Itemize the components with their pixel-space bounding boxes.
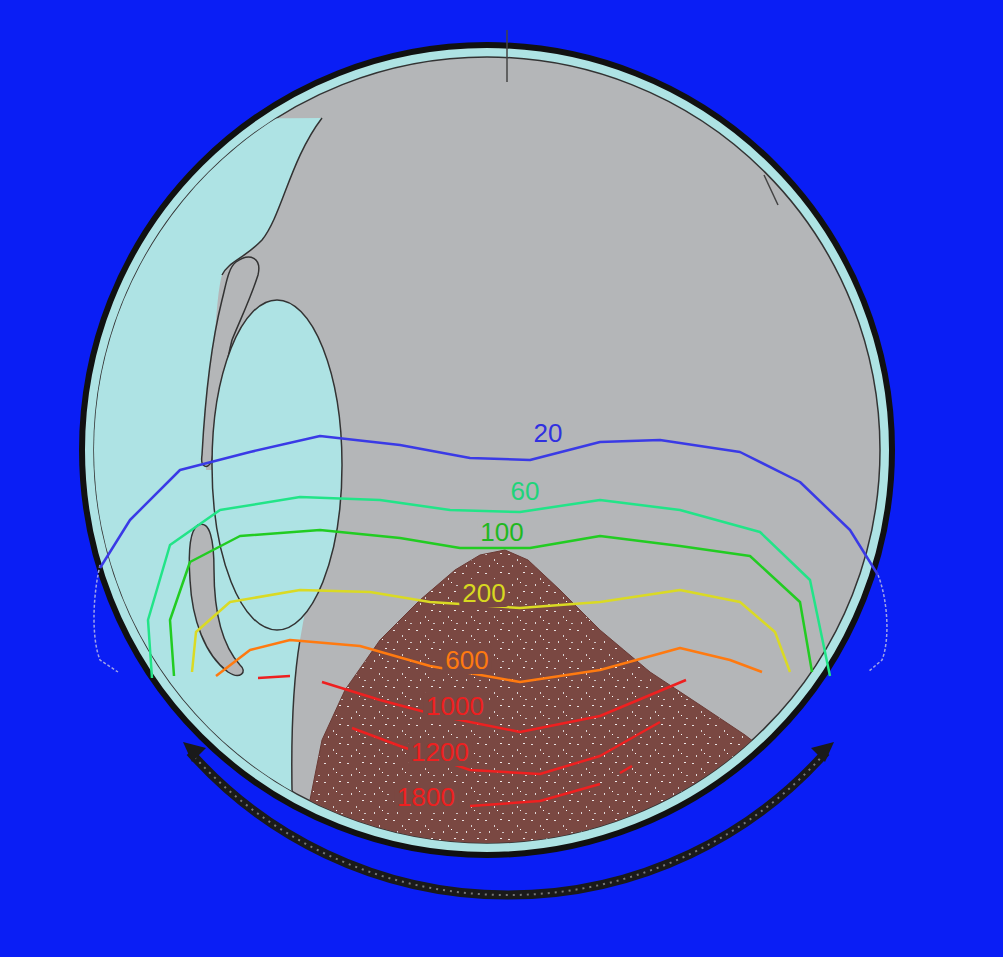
isodose-value: 1200 xyxy=(408,738,472,766)
isodose-value: 1800 xyxy=(394,783,458,811)
isodose-value: 100 xyxy=(477,518,526,546)
tick xyxy=(764,175,778,205)
isodose-line xyxy=(470,766,632,806)
isodose-line xyxy=(258,676,686,732)
isodose-line xyxy=(100,436,878,575)
contour-end xyxy=(94,565,118,672)
isodose-value: 20 xyxy=(531,419,566,447)
lens xyxy=(212,300,342,630)
isodose-value: 600 xyxy=(442,646,491,674)
isodose-line xyxy=(170,530,812,676)
isodose-line xyxy=(216,640,762,682)
tick xyxy=(506,30,508,82)
tumor xyxy=(305,550,820,880)
isodose-value: 60 xyxy=(508,477,543,505)
isodose-value: 1000 xyxy=(423,692,487,720)
contour-end xyxy=(868,575,887,672)
isodose-value: 200 xyxy=(459,579,508,607)
isodose-line xyxy=(352,722,660,774)
